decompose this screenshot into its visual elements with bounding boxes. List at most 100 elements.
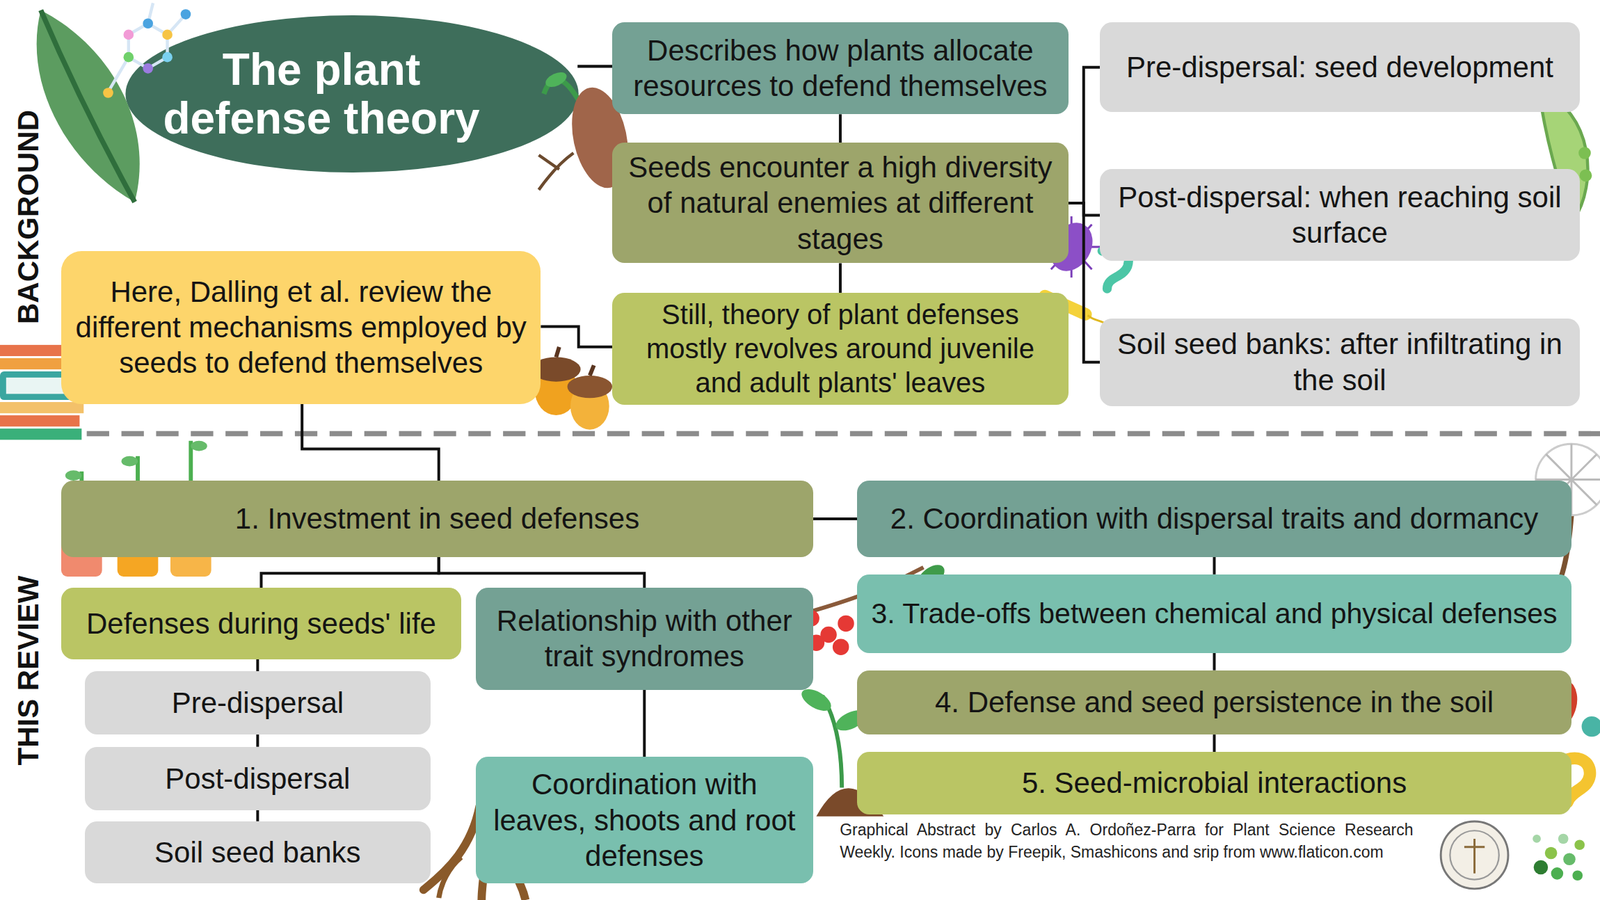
connector-line: [642, 690, 646, 758]
title-text: The plant defense theory: [142, 45, 500, 144]
section-label: THIS REVIEW: [11, 575, 46, 766]
society-logo: [1449, 830, 1499, 880]
box-text: Relationship with other trait syndromes: [484, 603, 806, 675]
acorns-icon: [589, 365, 595, 376]
berries-icon: [832, 638, 849, 655]
molecule-icon: [123, 29, 134, 41]
journal-logo: [1574, 839, 1585, 851]
journal-logo: [1533, 860, 1549, 876]
leaf-icon: [36, 10, 140, 203]
molecule-icon: [162, 52, 173, 63]
coins-sprouts-icon: [65, 470, 82, 481]
box-text: Post-dispersal: when reaching soil surfa…: [1108, 179, 1571, 251]
microbes-icon: [1581, 716, 1600, 737]
context-box: Describes how plants allocate resources …: [612, 22, 1069, 115]
box-text: Soil seed banks: [154, 834, 362, 871]
molecule-icon: [142, 18, 154, 29]
roots-icon: [438, 857, 462, 899]
subtopic-box: Relationship with other trait syndromes: [475, 587, 814, 691]
context-box: Still, theory of plant defenses mostly r…: [612, 292, 1069, 405]
box-text: Pre-dispersal: seed development: [1126, 49, 1554, 85]
molecule-icon: [102, 87, 114, 99]
berries-icon: [837, 615, 854, 632]
box-text: 5. Seed-microbial interactions: [1021, 765, 1407, 801]
title-connector: [577, 64, 613, 68]
connector-line: [813, 517, 858, 521]
seed-sprout-icon: [543, 69, 570, 91]
connector-line: [301, 404, 439, 481]
society-logo: [1440, 821, 1509, 890]
stage-box: Post-dispersal: when reaching soil surfa…: [1099, 169, 1580, 261]
journal-logo: [1532, 834, 1541, 844]
section-label: BACKGROUND: [11, 109, 46, 325]
stage-box: Pre-dispersal: [84, 671, 431, 735]
box-text: Pre-dispersal: [171, 685, 344, 721]
leaf-icon: [41, 10, 135, 203]
topic-box: 3. Trade-offs between chemical and physi…: [857, 574, 1572, 654]
books-icon: [0, 415, 80, 427]
connector-line: [838, 262, 842, 293]
topic-box: 2. Coordination with dispersal traits an…: [857, 480, 1572, 558]
molecule-icon: [180, 9, 192, 20]
roots-icon: [423, 806, 480, 890]
box-text: Here, Dalling et al. review the differen…: [69, 274, 533, 382]
coins-sprouts-icon: [121, 456, 138, 467]
molecule-icon: [107, 57, 128, 92]
molecule-icon: [102, 2, 191, 98]
connector-line: [438, 557, 645, 588]
connector-line: [256, 659, 259, 672]
molecule-icon: [123, 52, 134, 63]
connector-line: [1213, 557, 1216, 575]
connector-line: [256, 810, 259, 822]
box-text: Post-dispersal: [164, 761, 350, 797]
box-text: Still, theory of plant defenses mostly r…: [620, 297, 1061, 400]
box-text: 4. Defense and seed persistence in the s…: [934, 684, 1494, 720]
journal-logo: [1558, 834, 1569, 845]
topic-box: 1. Investment in seed defenses: [61, 480, 814, 558]
subtopic-box: Coordination with leaves, shoots and roo…: [475, 756, 814, 884]
coins-sprouts-icon: [190, 441, 207, 452]
seed-sprout-icon: [538, 153, 574, 190]
society-logo: [1440, 821, 1509, 890]
books-icon: [0, 428, 82, 440]
box-text: 1. Investment in seed defenses: [235, 500, 640, 537]
connector-line: [540, 326, 613, 347]
title-ellipse: [125, 15, 579, 173]
acorns-icon: [567, 375, 613, 398]
journal-logo: [1532, 834, 1585, 881]
stage-box: Pre-dispersal: seed development: [1099, 22, 1580, 112]
connector-line: [1068, 67, 1100, 204]
review-box: Here, Dalling et al. review the differen…: [61, 251, 541, 405]
box-text: 2. Coordination with dispersal traits an…: [890, 500, 1539, 537]
box-text: Coordination with leaves, shoots and roo…: [484, 766, 806, 874]
journal-logo: [1551, 867, 1564, 880]
molecule-icon: [128, 23, 168, 69]
connector-line: [1213, 653, 1216, 671]
box-text: Describes how plants allocate resources …: [620, 32, 1061, 104]
connector-line: [1068, 203, 1100, 363]
connector-line: [256, 734, 259, 748]
molecule-icon: [142, 63, 154, 74]
pea-pod-icon: [1578, 146, 1591, 160]
subtopic-box: Defenses during seeds' life: [61, 587, 462, 660]
seed-sprout-icon: [538, 155, 559, 170]
society-logo: [1464, 838, 1485, 874]
box-text: Seeds encounter a high diversity of natu…: [620, 149, 1061, 257]
pea-pod-icon: [1579, 169, 1593, 183]
connector-line: [838, 114, 842, 143]
box-text: Defenses during seeds' life: [86, 605, 437, 642]
caption-text: Graphical Abstract by Carlos A. Ordoñez-…: [839, 819, 1413, 864]
stage-box: Post-dispersal: [84, 747, 431, 811]
molecule-icon: [162, 29, 173, 41]
section-divider: [86, 431, 1600, 437]
connector-line: [261, 557, 439, 588]
box-text: Soil seed banks: after infiltrating in t…: [1108, 326, 1571, 398]
box-text: 3. Trade-offs between chemical and physi…: [870, 596, 1557, 631]
context-box: Seeds encounter a high diversity of natu…: [612, 142, 1069, 263]
topic-box: 4. Defense and seed persistence in the s…: [857, 670, 1572, 735]
leaf-icon: [36, 10, 140, 203]
books-icon: [0, 402, 84, 414]
connector-line: [1213, 734, 1216, 752]
acorns-icon: [555, 347, 559, 358]
